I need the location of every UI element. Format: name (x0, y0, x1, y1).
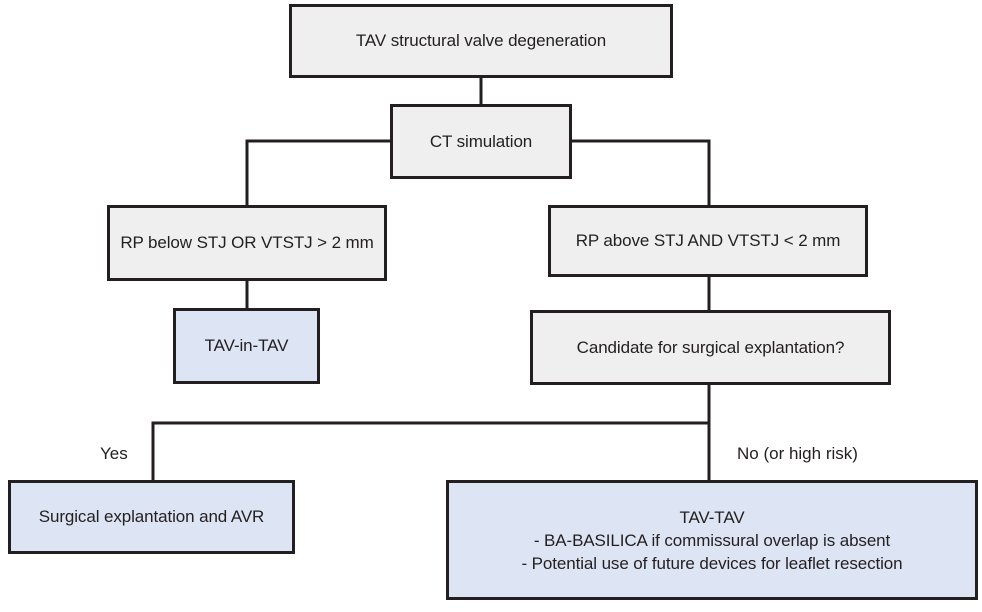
node-label: Candidate for surgical explantation? (576, 337, 845, 357)
node-label: RP below STJ OR VTSTJ > 2 mm (120, 233, 374, 252)
edge-label-no-or-high-risk: No (or high risk) (737, 444, 858, 463)
node-label: CT simulation (429, 131, 533, 151)
node-rp-above-stj: RP above STJ AND VTSTJ < 2 mm (548, 205, 868, 277)
node-rp-below-stj: RP below STJ OR VTSTJ > 2 mm (107, 205, 387, 281)
node-label: RP above STJ AND VTSTJ < 2 mm (575, 231, 841, 250)
node-tav-tav: TAV-TAV - BA-BASILICA if commissural ove… (446, 480, 978, 600)
node-tav-in-tav: TAV-in-TAV (173, 308, 320, 384)
node-label: Surgical explantation and AVR (38, 507, 265, 526)
edge-label-yes: Yes (100, 444, 128, 463)
node-surgical-explantation-and-avr: Surgical explantation and AVR (8, 480, 295, 554)
node-tav-structural-valve-degeneration: TAV structural valve degeneration (289, 4, 673, 78)
node-line: - BA-BASILICA if commissural overlap is … (533, 530, 891, 550)
node-ct-simulation: CT simulation (390, 104, 572, 179)
edge-branch-to-surgical (151, 421, 709, 480)
node-line: - Potential use of future devices for le… (521, 553, 903, 573)
node-title: TAV-TAV (679, 507, 745, 527)
edge-ct-to-right-condition (572, 139, 711, 205)
node-label: TAV-in-TAV (204, 336, 289, 355)
edge-ct-to-left-condition (245, 139, 390, 205)
node-label: TAV structural valve degeneration (355, 31, 607, 50)
node-candidate-for-surgical-explantation: Candidate for surgical explantation? (530, 310, 891, 385)
